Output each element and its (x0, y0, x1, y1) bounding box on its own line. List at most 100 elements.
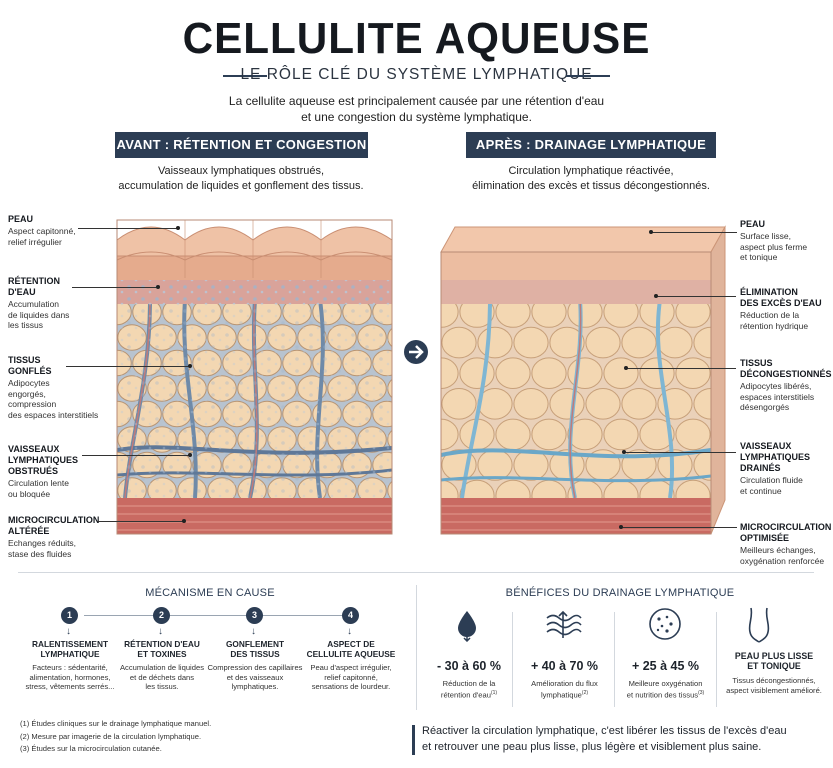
arrow-down-icon: ↓ (251, 626, 256, 637)
arrow-down-icon: ↓ (158, 626, 163, 637)
leader-line (651, 232, 737, 233)
fat-cell (621, 326, 657, 359)
after-banner: APRÈS : DRAINAGE LYMPHATIQUE (466, 132, 716, 158)
silhouette-icon (748, 607, 770, 643)
fat-cell (567, 357, 603, 389)
conclusion-accent-bar (412, 725, 415, 755)
before-tissue-block (116, 219, 393, 535)
fat-cell (693, 388, 711, 420)
fat-cell (495, 479, 531, 498)
fat-cell (441, 388, 477, 420)
before-banner: AVANT : RÉTENTION ET CONGESTION (115, 132, 368, 158)
after-muscle-layer (441, 498, 711, 534)
benefit-value: + 40 à 70 % (530, 659, 599, 673)
fat-cell (603, 418, 639, 451)
before-label-lymph-vessels: VAISSEAUX LYMPHATIQUES OBSTRUÉS Circulat… (8, 444, 79, 499)
fat-cell (477, 326, 513, 359)
benefit-value: - 30 à 60 % (437, 659, 501, 673)
fat-cell (657, 326, 693, 359)
fat-cell (495, 418, 531, 451)
step-number: 2 (153, 607, 170, 624)
after-tissue-block (440, 225, 726, 535)
fat-cell (459, 479, 495, 498)
leader-line (98, 521, 184, 522)
after-label-water-elimination: ÉLIMINATION DES EXCÈS D'EAU Réduction de… (740, 287, 822, 331)
fat-cell (639, 357, 675, 389)
fat-cell (549, 388, 585, 420)
leader-line (72, 287, 158, 288)
fat-cell (621, 388, 657, 420)
fat-cell (675, 304, 711, 328)
benefits-title: BÉNÉFICES DU DRAINAGE LYMPHATIQUE (505, 587, 735, 599)
before-label-skin: PEAU Aspect capitonné,relief irrégulier (8, 214, 76, 247)
arrow-down-icon: ↓ (66, 626, 71, 637)
fat-cell (513, 449, 549, 481)
oxygen-cells-icon (649, 608, 681, 640)
fat-cell (531, 357, 567, 389)
fat-cell (531, 304, 567, 328)
fat-cell (693, 449, 711, 481)
fat-cell (513, 388, 549, 420)
step-number: 1 (61, 607, 78, 624)
subtitle-rule-right (566, 75, 610, 77)
fat-cell (639, 418, 675, 451)
fat-cell (675, 357, 711, 389)
step-4: ASPECT DE CELLULITE AQUEUSE Peau d'aspec… (306, 639, 396, 691)
fat-cell (585, 388, 621, 420)
section-divider (18, 572, 814, 573)
fat-cell (513, 326, 549, 359)
step-number: 4 (342, 607, 359, 624)
step-1: RALENTISSEMENT LYMPHATIQUE Facteurs : sé… (25, 639, 115, 691)
fat-cell (675, 479, 711, 498)
mechanism-title: MÉCANISME EN CAUSE (145, 587, 275, 599)
before-label-microcirculation: MICROCIRCULATION ALTÉRÉE Echanges réduit… (8, 515, 100, 559)
fat-cell (603, 304, 639, 328)
fat-cell (693, 326, 711, 359)
water-drop-icon (458, 611, 476, 642)
leader-line (621, 527, 737, 528)
fat-cell (441, 304, 459, 328)
lymph-flow-icon (546, 610, 582, 638)
fat-cell (441, 326, 477, 359)
fat-cell (675, 418, 711, 451)
benefit-skin: PEAU PLUS LISSE ET TONIQUE Tissus décong… (726, 651, 822, 695)
after-dermis-layer (441, 280, 711, 304)
after-label-drained-vessels: VAISSEAUX LYMPHATIQUES DRAINÉS Circulati… (740, 441, 811, 496)
before-muscle-layer (117, 498, 392, 534)
fat-cell (495, 304, 531, 328)
page-subtitle: LE RÔLE CLÉ DU SYSTÈME LYMPHATIQUE (240, 66, 593, 83)
footnotes: (1) Études cliniques sur le drainage lym… (20, 719, 212, 753)
leader-line (624, 452, 736, 453)
fat-cell (495, 357, 531, 389)
steps-connector (84, 615, 344, 616)
arrow-down-icon: ↓ (347, 626, 352, 637)
benefit-value: + 25 à 45 % (631, 659, 700, 673)
tissue-illustration (116, 219, 726, 535)
leader-line (656, 296, 736, 297)
after-label-microcirculation: MICROCIRCULATION OPTIMISÉE Meilleurs éch… (740, 522, 832, 566)
fat-cell (567, 304, 603, 328)
leader-line (66, 366, 190, 367)
fat-cell (585, 326, 621, 359)
after-caption: Circulation lymphatique réactivée, élimi… (472, 165, 710, 192)
leader-line (626, 368, 736, 369)
step-3: GONFLEMENT DES TISSUS Compression des ca… (207, 639, 303, 691)
fat-cell (459, 357, 495, 389)
before-caption: Vaisseaux lymphatiques obstrués, accumul… (118, 165, 364, 192)
fat-cell (441, 357, 459, 389)
subtitle-block: LE RÔLE CLÉ DU SYSTÈME LYMPHATIQUE (0, 66, 833, 86)
leader-line (78, 228, 178, 229)
after-label-decongested-tissue: TISSUS DÉCONGESTIONNÉS Adipocytes libéré… (740, 358, 832, 412)
fat-cell (603, 357, 639, 389)
fat-cell (567, 418, 603, 451)
fat-cell (459, 304, 495, 328)
fat-cell (549, 326, 585, 359)
fat-cell (531, 418, 567, 451)
fat-cell (441, 479, 459, 498)
intro-text: La cellulite aqueuse est principalement … (228, 94, 605, 124)
